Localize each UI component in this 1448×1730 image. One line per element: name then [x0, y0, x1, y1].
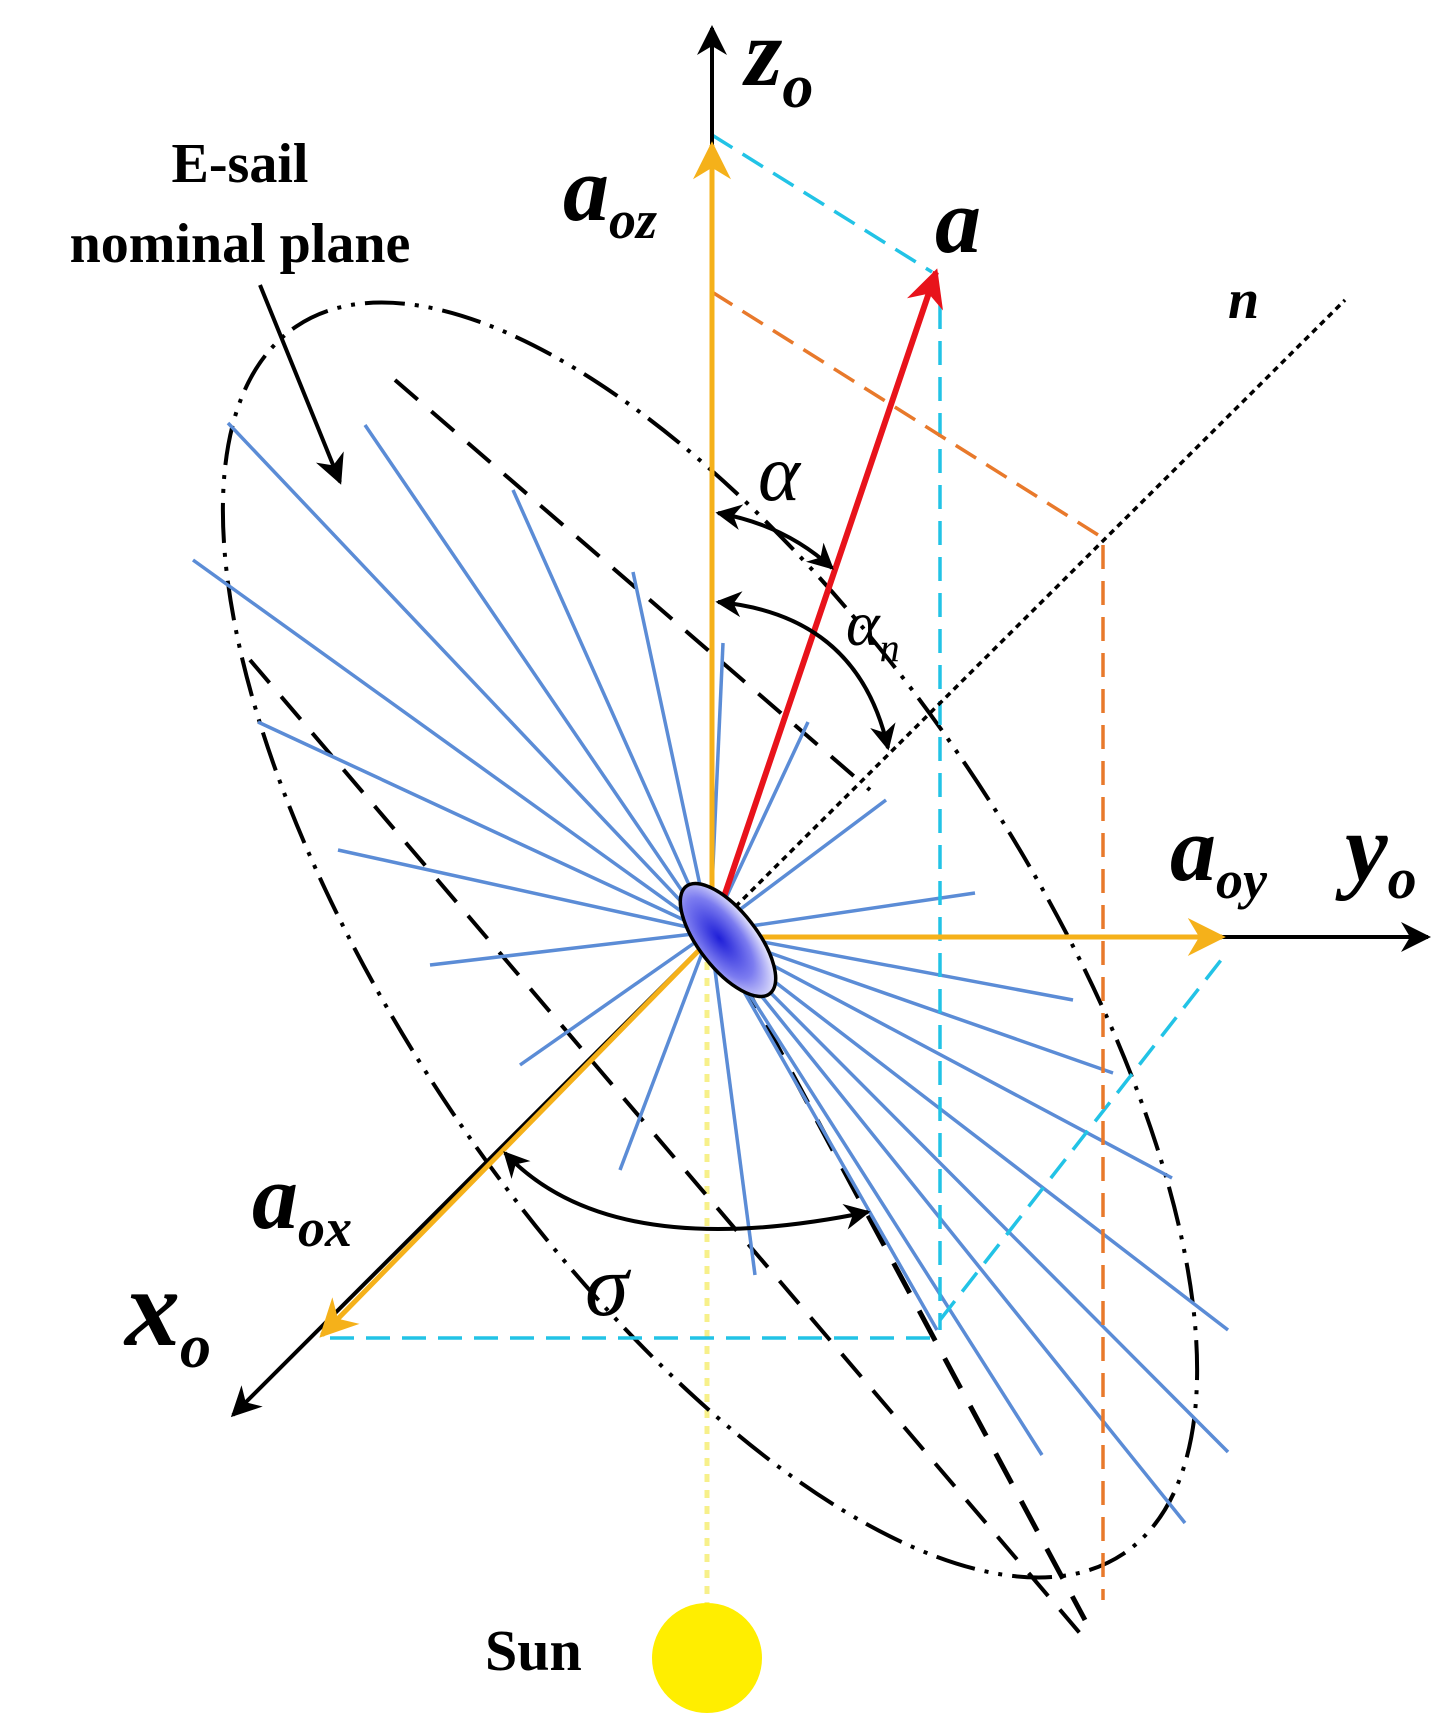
tether — [511, 489, 712, 933]
tether — [226, 421, 712, 934]
x-axis-label: xo — [123, 1247, 211, 1381]
tether — [518, 930, 712, 1067]
tether — [709, 930, 1114, 1075]
cyan-projection-lines — [330, 133, 1227, 1340]
a-ox-arrow — [319, 935, 714, 1338]
tether — [708, 930, 1230, 1332]
a-vector-arrow — [709, 268, 944, 933]
a-vector-label: a — [935, 170, 981, 272]
tether — [363, 424, 712, 933]
tether — [257, 720, 711, 934]
sun-icon — [652, 1603, 762, 1713]
tether — [708, 930, 1230, 1454]
tether — [708, 930, 1187, 1525]
plane-label-line1: E-sail — [172, 133, 309, 195]
tether — [191, 558, 712, 934]
z-axis-label: zo — [742, 0, 813, 121]
tether — [709, 930, 1074, 1002]
sigma-label: σ — [585, 1238, 632, 1335]
a-oz-label: aoz — [563, 138, 657, 250]
alpha-arc — [715, 504, 834, 570]
cyan-dash — [711, 133, 933, 274]
tether — [429, 930, 711, 967]
tether — [708, 931, 1044, 1456]
orange-dash — [711, 290, 1104, 540]
sigma-arc — [503, 1151, 871, 1231]
tether — [618, 931, 712, 1171]
orange-projection-lines — [711, 290, 1105, 1600]
tether — [337, 848, 711, 934]
n-axis-label: n — [1228, 269, 1259, 331]
plane-pointer-arrow — [258, 284, 344, 485]
sail-hub — [678, 881, 778, 999]
alpha-n-label: αn — [846, 588, 900, 670]
tether — [708, 931, 939, 1331]
tether — [709, 930, 1173, 1180]
sail-plane-trace-lower — [248, 658, 1092, 1647]
sail-plane-trace-upper — [393, 378, 872, 792]
y-axis-label: yo — [1335, 794, 1417, 911]
a-ox-label: aox — [252, 1146, 352, 1258]
alpha-label: α — [758, 430, 802, 518]
sail-plane-trace-center — [712, 928, 1088, 1622]
alpha-n-arc — [715, 591, 896, 751]
plane-label-line2: nominal plane — [70, 213, 411, 275]
sail-plane-outline — [220, 300, 1200, 1580]
normal-axis-n — [710, 298, 1347, 932]
tether — [631, 571, 712, 933]
sun-label: Sun — [485, 1618, 582, 1683]
a-oy-label: aoy — [1170, 798, 1268, 910]
cyan-dash — [938, 953, 1227, 1322]
